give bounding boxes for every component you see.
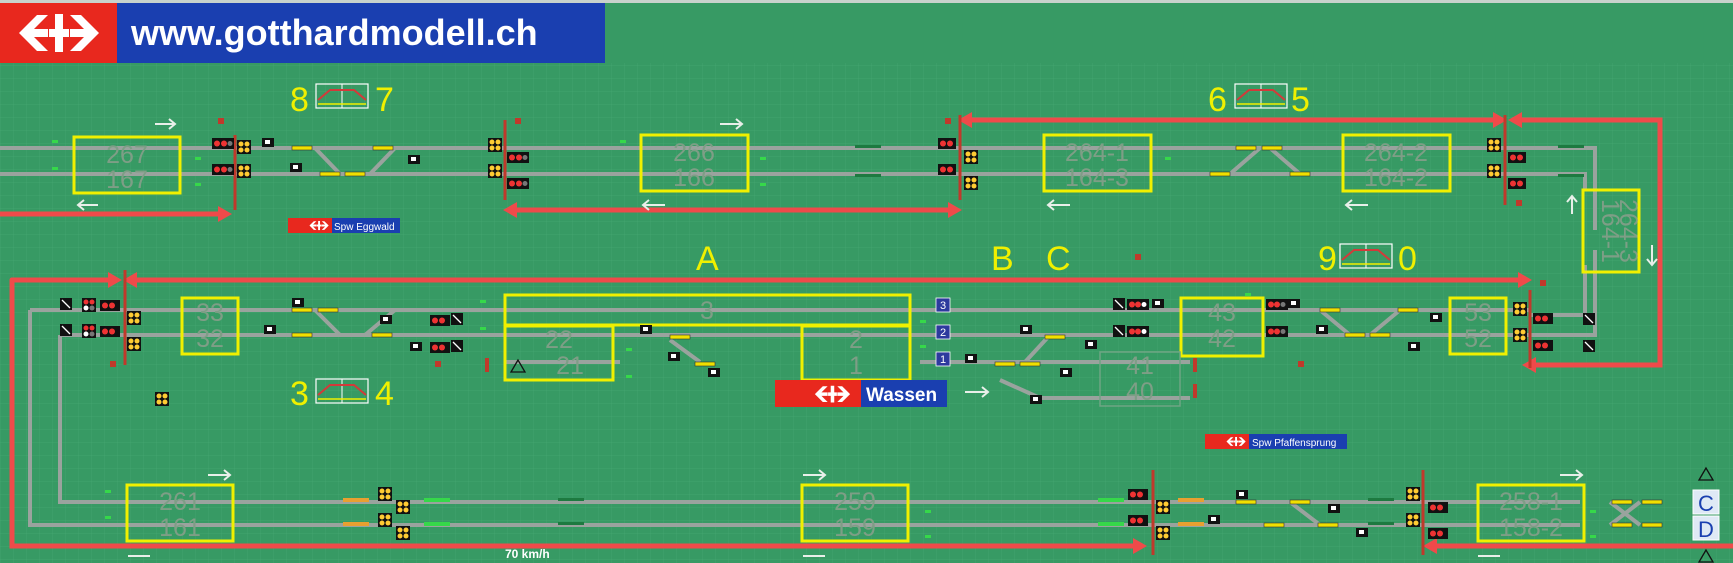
section-labels: 8 7 6 5 9 0 3 4 A B C (290, 81, 1417, 413)
block-2-bottom[interactable]: 1 (849, 352, 863, 380)
indicator-marks (110, 118, 1546, 398)
block-267-top[interactable]: 267 (106, 141, 148, 169)
block-264-2-bottom[interactable]: 164-2 (1364, 164, 1428, 192)
block-259-bottom[interactable]: 159 (834, 514, 876, 542)
section-label-9: 9 (1318, 240, 1337, 278)
track-number-3[interactable]: 3 (940, 300, 946, 312)
block-264-3-bottom[interactable]: 164-1 (1596, 199, 1624, 263)
sbb-icon (1226, 436, 1246, 447)
warning-triangle-icons (509, 358, 1715, 563)
block-33-top[interactable]: 33 (196, 299, 224, 327)
section-label-6: 6 (1208, 81, 1227, 119)
section-label-0: 0 (1398, 240, 1417, 278)
block-frame-41 (1099, 351, 1181, 407)
block-53-top[interactable]: 53 (1464, 299, 1492, 327)
station-name-eggwald: Spw Eggwald (334, 222, 395, 233)
block-43-top[interactable]: 43 (1208, 299, 1236, 327)
block-259-top[interactable]: 259 (834, 488, 876, 516)
block-261-top[interactable]: 261 (159, 488, 201, 516)
sbb-icon (309, 220, 329, 231)
side-buttons: C D (1692, 489, 1720, 542)
block-266-bottom[interactable]: 166 (673, 164, 715, 192)
station-pfaffensprung-badge: Spw Pfaffensprung (1205, 434, 1347, 449)
station-name-pfaffensprung: Spw Pfaffensprung (1252, 438, 1336, 449)
speed-limit-label: 70 km/h (505, 547, 550, 561)
website-url[interactable]: www.gotthardmodell.ch (117, 3, 605, 63)
block-43-bottom[interactable]: 42 (1208, 325, 1236, 353)
window-top-strip (0, 0, 1733, 3)
block-264-1-top[interactable]: 264-1 (1065, 139, 1129, 167)
block-267-bottom[interactable]: 167 (106, 166, 148, 194)
green-leds (52, 140, 1596, 538)
station-eggwald-badge: Spw Eggwald (288, 218, 400, 233)
section-label-8: 8 (290, 81, 309, 119)
section-label-5: 5 (1291, 81, 1310, 119)
block-53-bottom[interactable]: 52 (1464, 325, 1492, 353)
block-264-2-top[interactable]: 264-2 (1364, 139, 1428, 167)
signals (60, 138, 1595, 540)
block-258-1-bottom[interactable]: 158-2 (1499, 514, 1563, 542)
direction-arrows (76, 118, 1658, 557)
route-arrowheads (108, 112, 1536, 554)
section-label-B: B (991, 240, 1014, 278)
block-258-1-top[interactable]: 258-1 (1499, 488, 1563, 516)
block-41-top[interactable]: 41 (1126, 352, 1154, 380)
section-label-C: C (1046, 240, 1071, 278)
block-3-top[interactable]: 3 (700, 297, 714, 325)
sbb-logo (0, 3, 117, 63)
site-header: www.gotthardmodell.ch (0, 3, 605, 63)
block-41-bottom[interactable]: 40 (1126, 378, 1154, 406)
station-wassen-badge: Wassen (775, 380, 947, 407)
section-switches (315, 83, 1393, 404)
section-label-3: 3 (290, 375, 309, 413)
track-number-1[interactable]: 1 (940, 354, 946, 366)
switch-symbols (262, 138, 1442, 537)
section-label-A: A (696, 240, 719, 278)
route-lines (0, 117, 1733, 549)
track-contacts (343, 145, 1584, 526)
station-name-wassen: Wassen (866, 385, 937, 406)
block-261-bottom[interactable]: 161 (159, 514, 201, 542)
section-label-4: 4 (375, 375, 394, 413)
block-2-top[interactable]: 2 (849, 326, 863, 354)
block-264-1-bottom[interactable]: 164-3 (1065, 164, 1129, 192)
block-22-top[interactable]: 22 (545, 326, 573, 354)
button-d[interactable]: D (1698, 517, 1714, 542)
block-end-markers (123, 115, 1532, 555)
switch-blades (291, 145, 1663, 528)
block-frames (72, 133, 1641, 543)
block-numbers: 267 167 266 166 264-1 164-3 264-2 164-2 … (106, 139, 1642, 542)
section-label-7: 7 (375, 81, 394, 119)
sbb-icon (814, 385, 851, 403)
block-264-3-top[interactable]: 264-3 (1614, 199, 1642, 263)
button-c[interactable]: C (1698, 491, 1714, 516)
track-number-2[interactable]: 2 (940, 327, 946, 339)
block-33-bottom[interactable]: 32 (196, 325, 224, 353)
block-266-top[interactable]: 266 (673, 139, 715, 167)
block-22-bottom[interactable]: 21 (556, 352, 584, 380)
track-number-chips: 3 2 1 (935, 297, 951, 367)
